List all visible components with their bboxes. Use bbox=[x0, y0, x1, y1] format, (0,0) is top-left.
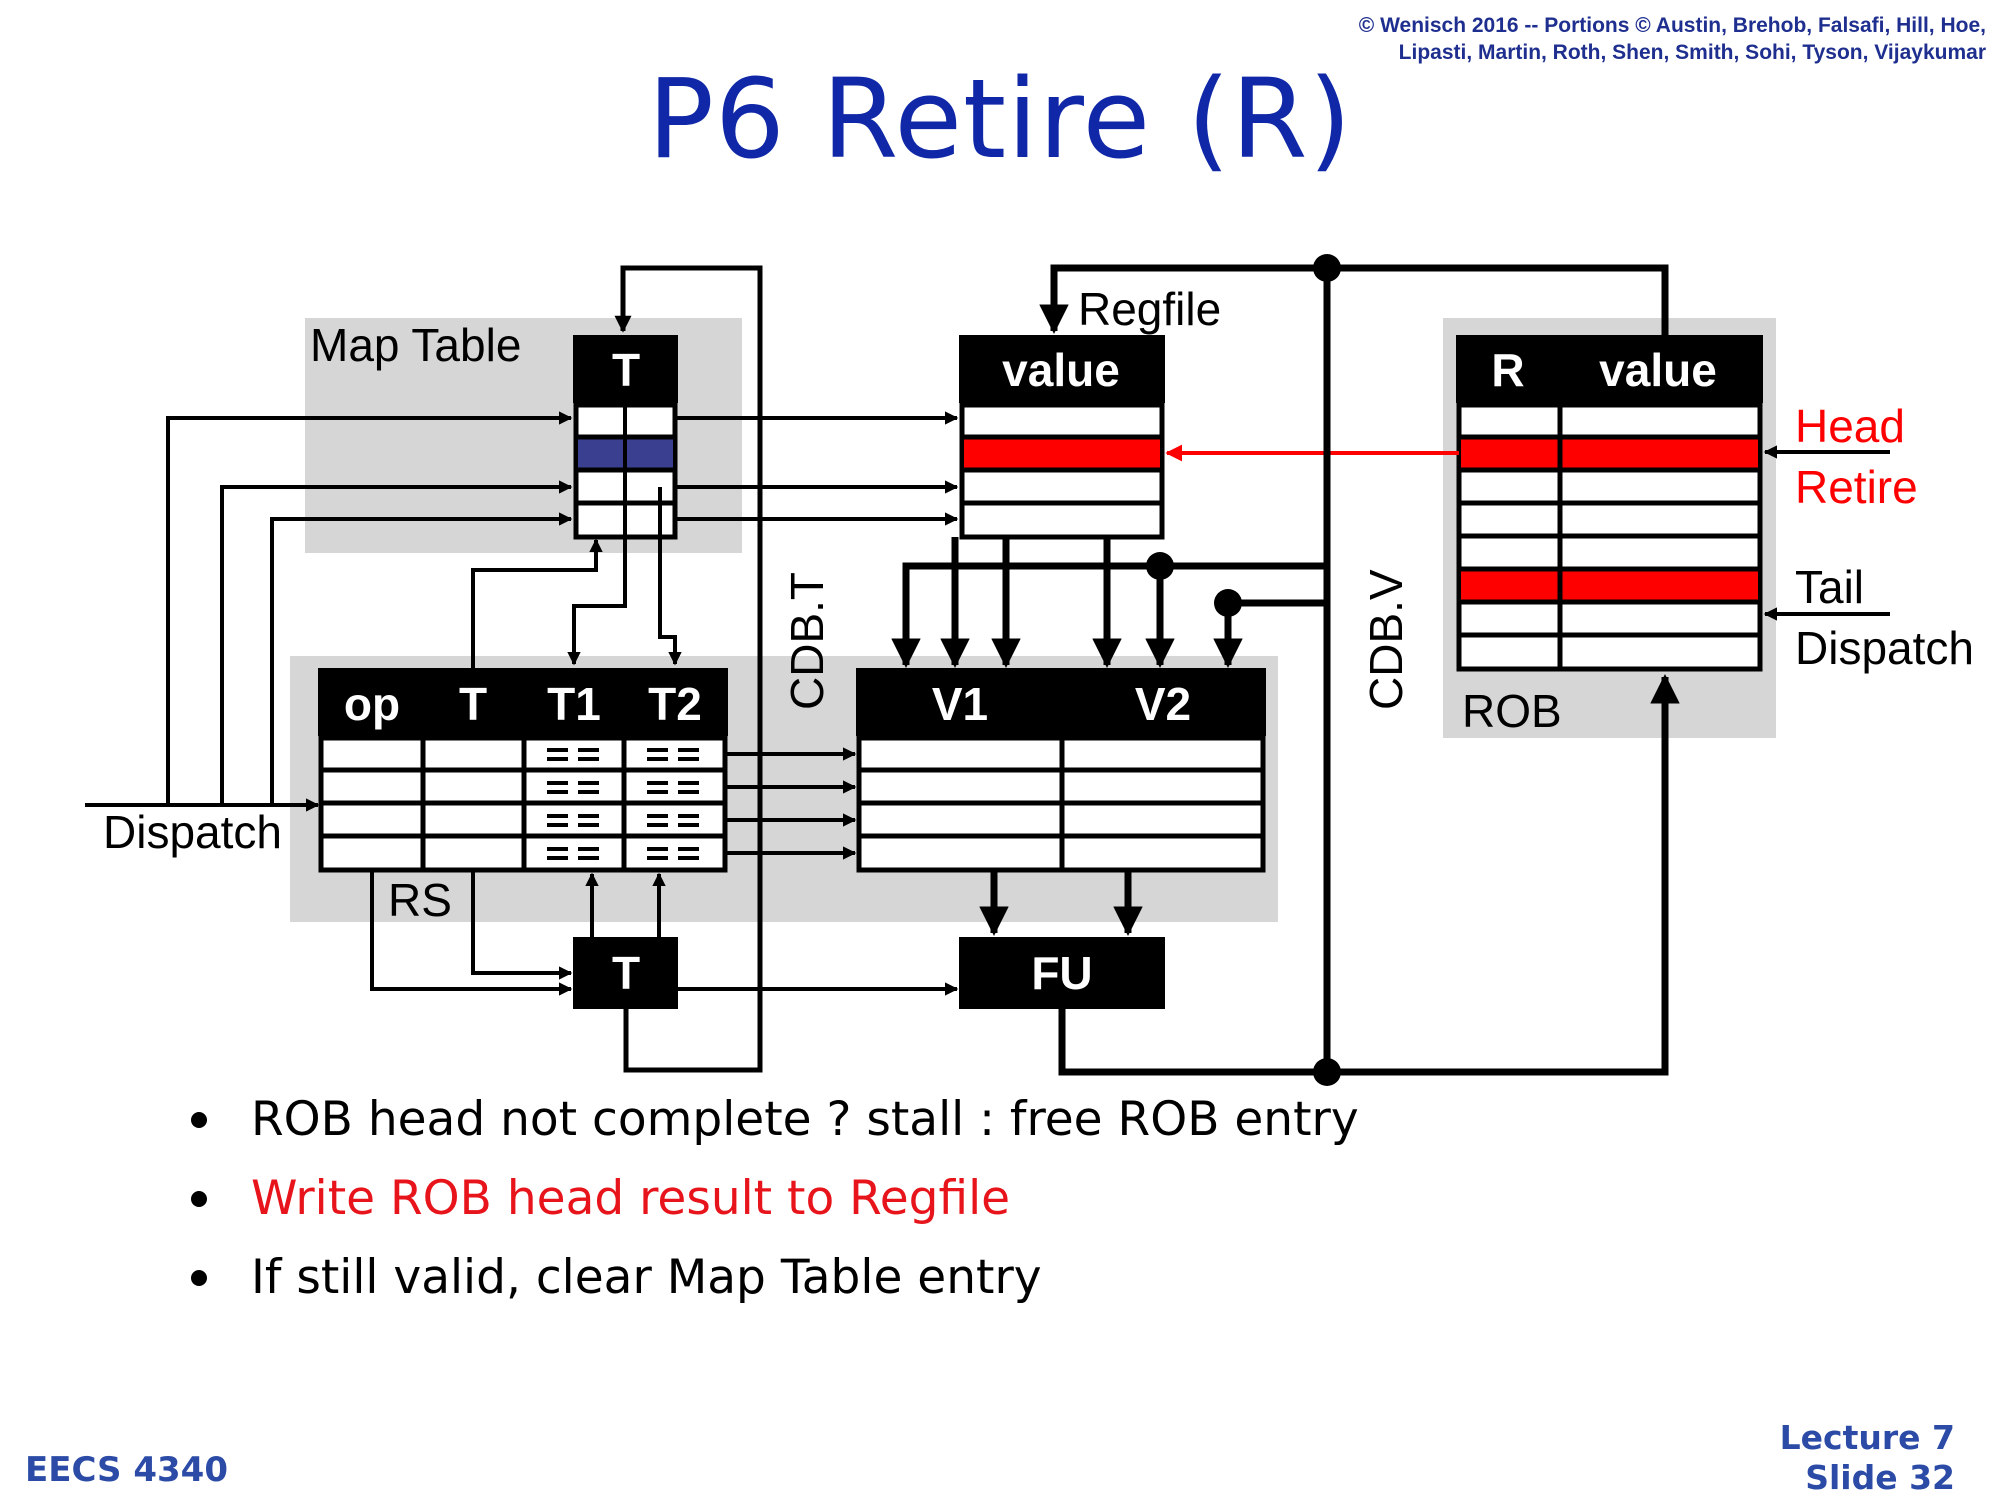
regfile-to-values-wires bbox=[940, 537, 1122, 668]
map-table-label: Map Table bbox=[310, 319, 521, 371]
rob-retire-label: Retire bbox=[1795, 461, 1918, 513]
lecture-label: Lecture 7 bbox=[1779, 1418, 1955, 1457]
rs-header-t2: T2 bbox=[648, 678, 702, 730]
functional-unit bbox=[959, 937, 1165, 1009]
maptable-to-regfile-wires bbox=[675, 411, 959, 526]
regfile: value Regfile bbox=[959, 283, 1221, 540]
rob-dispatch-label: Dispatch bbox=[1795, 622, 1974, 674]
regfile-header: value bbox=[1002, 344, 1120, 396]
regfile-label: Regfile bbox=[1078, 283, 1221, 335]
copyright-notice: © Wenisch 2016 -- Portions © Austin, Bre… bbox=[1359, 12, 1986, 66]
tag-unit-label: T bbox=[612, 947, 640, 999]
rs-header-t1: T1 bbox=[547, 678, 601, 730]
map-table: Map Table T bbox=[310, 319, 678, 540]
rs-header-v2: V2 bbox=[1135, 678, 1191, 730]
bullet-item: Write ROB head result to Regfile bbox=[185, 1164, 1359, 1243]
dispatch-label: Dispatch bbox=[103, 806, 282, 858]
rob-label: ROB bbox=[1462, 685, 1562, 737]
course-label: EECS 4340 bbox=[25, 1450, 228, 1490]
rs-header-op: op bbox=[344, 678, 400, 730]
rs-values-table: V1 V2 bbox=[856, 668, 1266, 873]
bullet-dot bbox=[191, 1191, 207, 1207]
cdb-v-bus bbox=[891, 264, 1680, 1076]
slide-number: Lecture 7 Slide 32 bbox=[1780, 1418, 1955, 1498]
rob-header-value: value bbox=[1599, 344, 1717, 396]
rs-tag-unit-wires bbox=[370, 870, 959, 996]
functional-unit-label: FU bbox=[1031, 947, 1092, 999]
dispatch-wires bbox=[85, 411, 573, 812]
tag-comparators bbox=[547, 748, 699, 860]
rob: R value ROB bbox=[1456, 335, 1763, 737]
rob-tail-label: Tail bbox=[1795, 561, 1864, 613]
slide-title: P6 Retire (R) bbox=[647, 55, 1353, 183]
bullet-dot bbox=[191, 1112, 207, 1128]
maptable-rs-wires bbox=[471, 487, 682, 668]
bullet-dot bbox=[191, 1270, 207, 1286]
cdb-v-junctions bbox=[1146, 254, 1341, 1086]
bullet-item: If still valid, clear Map Table entry bbox=[185, 1243, 1359, 1322]
rs-header-v1: V1 bbox=[932, 678, 988, 730]
slide-label: Slide 32 bbox=[1805, 1458, 1955, 1497]
rob-tail-row bbox=[1461, 571, 1758, 600]
bullet-text: ROB head not complete ? stall : free ROB… bbox=[251, 1092, 1359, 1147]
bullet-text: Write ROB head result to Regfile bbox=[251, 1171, 1011, 1226]
copyright-line-1: © Wenisch 2016 -- Portions © Austin, Bre… bbox=[1358, 14, 1986, 37]
rs-header-t: T bbox=[459, 678, 487, 730]
bullet-list: ROB head not complete ? stall : free ROB… bbox=[185, 1085, 1359, 1322]
cdb-t-bus bbox=[614, 265, 763, 1073]
rs-label: RS bbox=[388, 874, 452, 926]
rob-head-label: Head bbox=[1795, 400, 1905, 452]
values-to-fu-wires bbox=[979, 870, 1143, 936]
cdb-t-label: CDB.T bbox=[781, 572, 833, 710]
cdb-v-label: CDB.V bbox=[1360, 569, 1412, 710]
rob-head-row bbox=[1461, 439, 1758, 468]
bullet-text: If still valid, clear Map Table entry bbox=[251, 1250, 1042, 1305]
regfile-head-row bbox=[964, 439, 1160, 468]
rs-row-arrows bbox=[725, 747, 857, 860]
bullet-item: ROB head not complete ? stall : free ROB… bbox=[185, 1085, 1359, 1164]
tag-unit bbox=[573, 937, 678, 1009]
map-table-header: T bbox=[612, 344, 640, 396]
rob-header-r: R bbox=[1491, 344, 1524, 396]
copyright-line-2: Lipasti, Martin, Roth, Shen, Smith, Sohi… bbox=[1398, 41, 1986, 64]
